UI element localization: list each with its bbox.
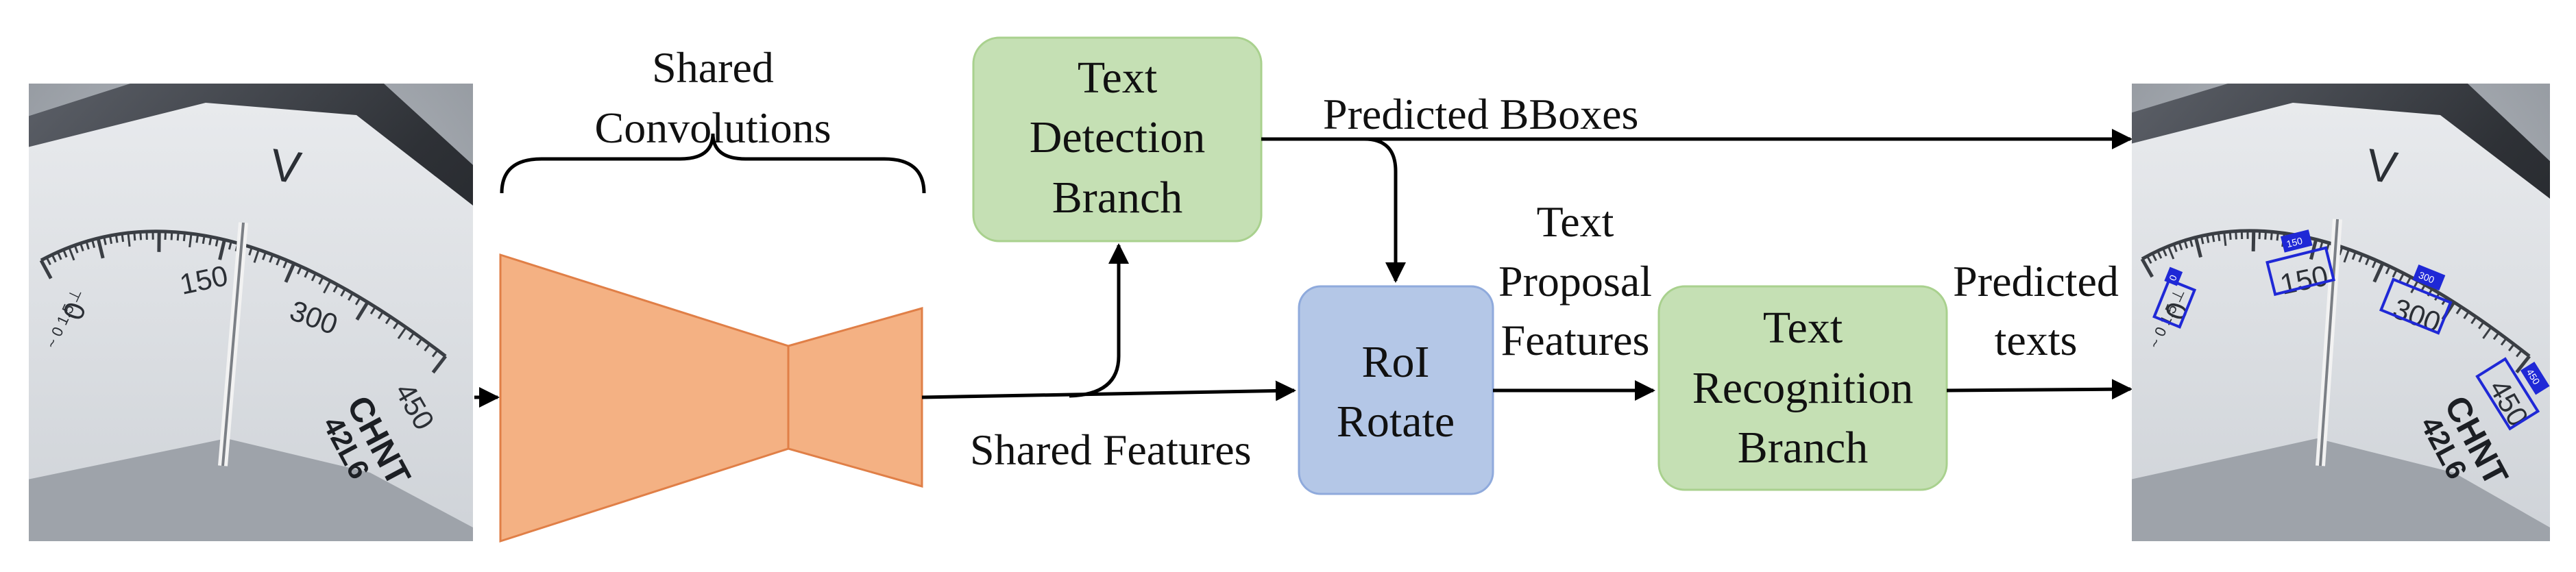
dial-tick xyxy=(122,234,123,242)
dial-tick xyxy=(203,236,204,244)
dial-tick xyxy=(165,232,166,240)
detection-branch-line1: Text xyxy=(1078,53,1157,103)
dial-tick xyxy=(2253,231,2254,251)
roi-rotate-block: RoI Rotate xyxy=(1299,286,1493,494)
recognition-branch-line3: Branch xyxy=(1738,423,1869,473)
roi-rotate-line1: RoI xyxy=(1362,337,1430,387)
dial-tick xyxy=(2236,231,2237,239)
predicted-texts-arrow xyxy=(1947,389,2130,390)
dial-tick xyxy=(2213,234,2214,242)
predicted-texts-line1: Predicted xyxy=(1953,257,2119,306)
text-proposal-line3: Features xyxy=(1501,316,1650,364)
text-detection-branch: Text Detection Branch xyxy=(973,38,1261,241)
shared-convolutions-label-line1: Shared xyxy=(652,43,774,92)
dial-tick xyxy=(2265,232,2266,240)
dial-tick xyxy=(171,232,172,240)
to-detection-arrow xyxy=(1069,245,1119,396)
predicted-texts-line2: texts xyxy=(1995,316,2078,364)
shared-convolutions-label-line2: Convolutions xyxy=(595,103,831,152)
dial-tick xyxy=(2230,232,2231,240)
roi-rotate-line2: Rotate xyxy=(1337,397,1455,447)
dial-tick xyxy=(2271,232,2272,240)
output-meter-image: 0 150 300 450 V CHNT 42L6 ~ 0 1.5 ⊥ 0 15… xyxy=(2130,84,2557,548)
decoder-block xyxy=(788,308,922,486)
input-meter-image: 0 150 300 450 V CHNT 42L6 ~ 0 1.5 ⊥ xyxy=(27,84,480,548)
dial-tick xyxy=(116,234,117,243)
detection-branch-line3: Branch xyxy=(1052,173,1183,223)
text-recognition-branch: Text Recognition Branch xyxy=(1659,286,1947,490)
encoder-block xyxy=(500,255,788,541)
text-proposal-line1: Text xyxy=(1537,197,1614,246)
shared-features-arrow xyxy=(922,390,1294,397)
recognition-branch-line2: Recognition xyxy=(1692,363,1914,413)
dial-tick xyxy=(2218,233,2220,241)
dial-tick xyxy=(134,232,135,240)
dial-tick xyxy=(197,234,198,243)
bbox-to-roi-arrow xyxy=(1364,139,1396,281)
text-proposal-line2: Proposal xyxy=(1498,257,1652,306)
curly-brace xyxy=(502,134,924,193)
dial-tick xyxy=(2259,231,2260,239)
recognition-branch-line1: Text xyxy=(1763,303,1843,353)
shared-features-label: Shared Features xyxy=(970,425,1252,474)
predicted-bboxes-label: Predicted BBoxes xyxy=(1323,90,1638,138)
detection-branch-line2: Detection xyxy=(1030,112,1206,162)
dial-tick xyxy=(2277,232,2278,240)
